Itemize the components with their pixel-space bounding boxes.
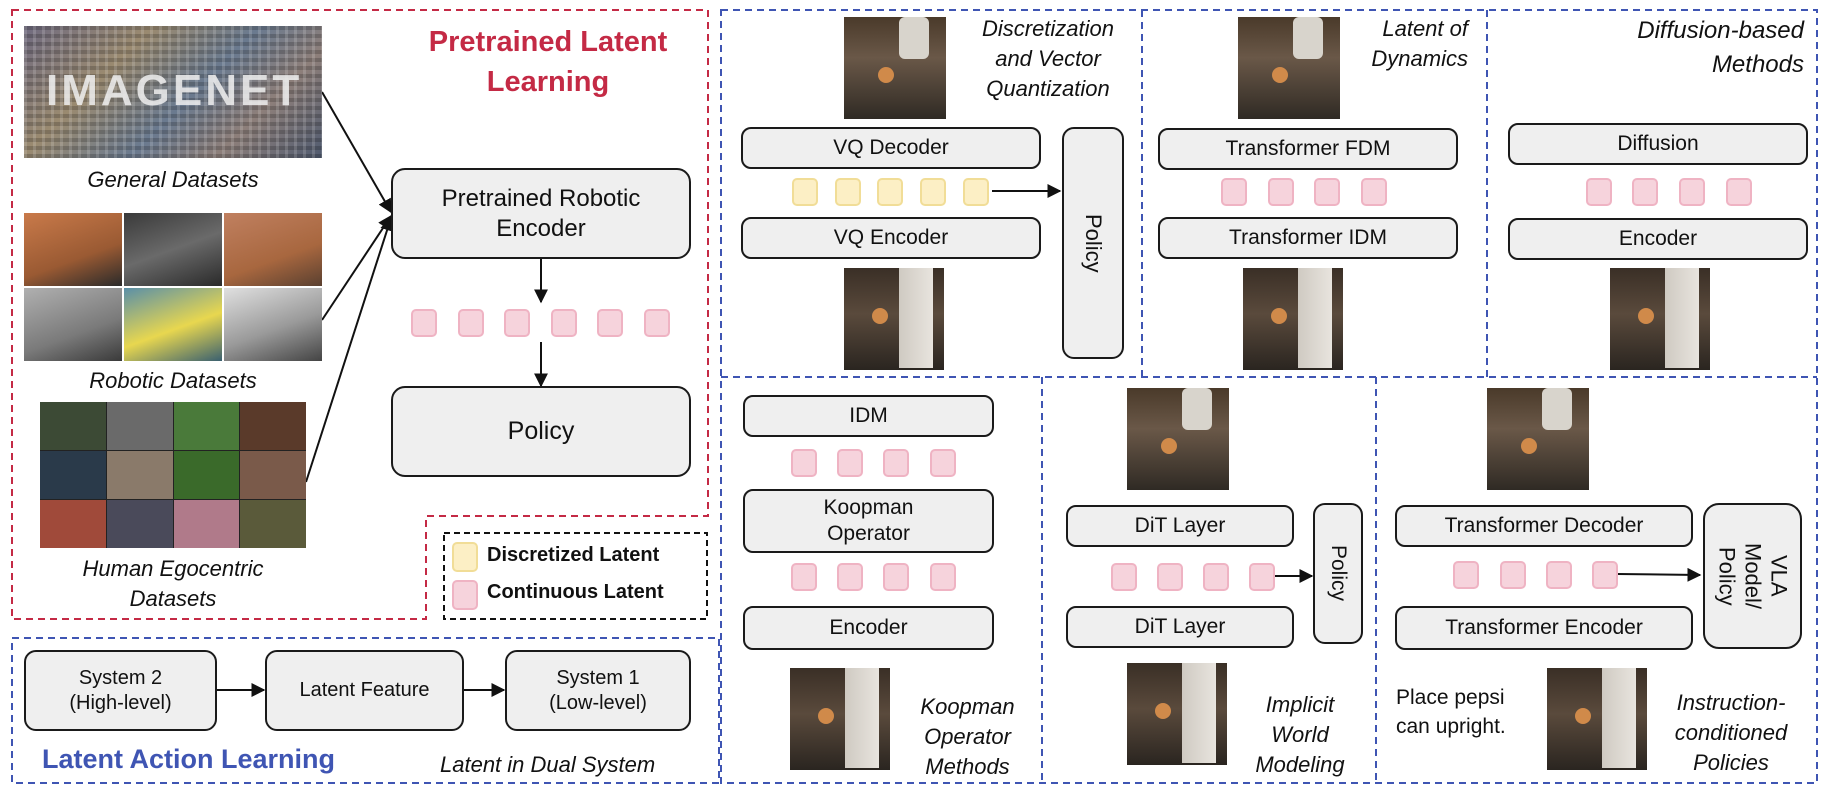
pretrained-panel-border: [11, 9, 709, 620]
continuous-latent-token: [458, 309, 484, 337]
continuous-latent-token: [1111, 563, 1137, 591]
instruction-text: Place pepsi can upright.: [1396, 686, 1506, 738]
continuous-latent-token: [837, 449, 863, 477]
latent-action-learning-title: Latent Action Learning: [42, 744, 336, 774]
continuous-latent-token: [1203, 563, 1229, 591]
diffusion-caption: Diffusion-based Methods: [1637, 17, 1804, 78]
continuous-latent-token: [930, 449, 956, 477]
legend-border: [443, 532, 708, 620]
implicit-policy: Policy: [1313, 503, 1363, 644]
legend-discretized-swatch: [452, 542, 478, 572]
robot-scene-image: [1238, 17, 1340, 119]
vq-caption: Discretization and Vector Quantization: [981, 16, 1115, 101]
robot-scene-image: [1487, 388, 1589, 490]
vla-model-policy: VLA Model/ Policy: [1703, 503, 1802, 649]
robotic-datasets-image: [24, 213, 322, 361]
dual-system-caption: Latent in Dual System: [440, 752, 656, 777]
continuous-latent-token: [837, 563, 863, 591]
discretized-latent-token: [963, 178, 989, 206]
diffusion-box: Diffusion: [1508, 123, 1808, 165]
continuous-latent-token: [1314, 178, 1340, 206]
latent-action-panel-border: [11, 637, 720, 784]
imagenet-logo: IMAGENET: [46, 66, 303, 115]
discretized-latent-token: [792, 178, 818, 206]
implicit-caption: Implicit World Modeling: [1255, 692, 1345, 777]
pretrained-policy: Policy: [391, 386, 691, 477]
robot-arm-image: [1610, 268, 1710, 370]
continuous-latent-token: [883, 449, 909, 477]
robot-scene-image: [1127, 388, 1229, 490]
imagenet-mosaic-image: IMAGENET: [24, 26, 322, 158]
continuous-latent-token: [1157, 563, 1183, 591]
transformer-fdm: Transformer FDM: [1158, 128, 1458, 170]
discretized-latent-token: [877, 178, 903, 206]
methods-grid-border: [720, 9, 1818, 784]
robot-scene-image: [844, 17, 946, 119]
continuous-latent-token: [791, 449, 817, 477]
human-egocentric-image: [40, 402, 306, 548]
legend-discretized-label: Discretized Latent: [487, 544, 660, 566]
transformer-decoder: Transformer Decoder: [1395, 505, 1693, 547]
robot-arm-image: [1243, 268, 1343, 370]
dynamics-caption: Latent of Dynamics: [1371, 16, 1468, 71]
robot-arm-image: [790, 668, 890, 770]
dit-layer-bottom: DiT Layer: [1066, 606, 1294, 648]
diffusion-encoder: Encoder: [1508, 218, 1808, 260]
vq-encoder: VQ Encoder: [741, 217, 1041, 259]
continuous-latent-token: [791, 563, 817, 591]
system1-box: System 1 (Low-level): [505, 650, 691, 731]
system2-box: System 2 (High-level): [24, 650, 217, 731]
continuous-latent-token: [1268, 178, 1294, 206]
continuous-latent-token: [1453, 561, 1479, 589]
vq-policy: Policy: [1062, 127, 1124, 359]
continuous-latent-token: [1726, 178, 1752, 206]
robotic-datasets-label: Robotic Datasets: [89, 368, 257, 393]
discretized-latent-token: [920, 178, 946, 206]
robot-arm-image: [844, 268, 944, 370]
legend-continuous-swatch: [452, 580, 478, 610]
continuous-latent-token: [411, 309, 437, 337]
continuous-latent-token: [1592, 561, 1618, 589]
instruction-caption: Instruction- conditioned Policies: [1674, 690, 1788, 775]
continuous-latent-token: [644, 309, 670, 337]
continuous-latent-token: [597, 309, 623, 337]
pretrained-title: Pretrained Latent Learning: [428, 26, 668, 98]
general-datasets-label: General Datasets: [87, 167, 259, 192]
continuous-latent-token: [551, 309, 577, 337]
continuous-latent-token: [1586, 178, 1612, 206]
dit-layer-top: DiT Layer: [1066, 505, 1294, 547]
latent-feature-box: Latent Feature: [265, 650, 464, 731]
continuous-latent-token: [1546, 561, 1572, 589]
continuous-latent-token: [883, 563, 909, 591]
discretized-latent-token: [835, 178, 861, 206]
continuous-latent-token: [930, 563, 956, 591]
vq-decoder: VQ Decoder: [741, 127, 1041, 169]
continuous-latent-token: [1221, 178, 1247, 206]
koopman-idm: IDM: [743, 395, 994, 437]
robot-arm-image: [1127, 663, 1227, 765]
continuous-latent-token: [1361, 178, 1387, 206]
robot-arm-image: [1547, 668, 1647, 770]
legend-continuous-label: Continuous Latent: [487, 581, 664, 603]
transformer-idm: Transformer IDM: [1158, 217, 1458, 259]
continuous-latent-token: [1249, 563, 1275, 591]
continuous-latent-token: [1500, 561, 1526, 589]
koopman-encoder: Encoder: [743, 606, 994, 650]
koopman-operator: Koopman Operator: [743, 489, 994, 553]
continuous-latent-token: [1632, 178, 1658, 206]
continuous-latent-token: [504, 309, 530, 337]
continuous-latent-token: [1679, 178, 1705, 206]
transformer-encoder: Transformer Encoder: [1395, 606, 1693, 650]
koopman-caption: Koopman Operator Methods: [920, 694, 1015, 779]
human-egocentric-label: Human Egocentric Datasets: [82, 556, 264, 611]
pretrained-robotic-encoder: Pretrained Robotic Encoder: [391, 168, 691, 259]
